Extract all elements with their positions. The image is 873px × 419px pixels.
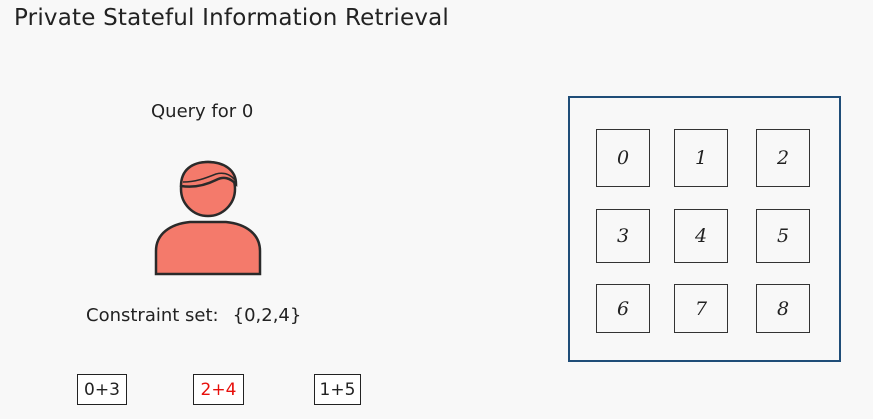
database-cell: 1 (674, 129, 728, 187)
user-icon (154, 160, 262, 276)
database-cell: 3 (596, 209, 650, 263)
constraint-label: Constraint set: (86, 305, 219, 326)
database-cell: 0 (596, 129, 650, 187)
database-grid: 0 1 2 3 4 5 6 7 8 (568, 96, 841, 362)
query-box-2: 1+5 (314, 374, 361, 405)
database-cell: 2 (756, 129, 810, 187)
query-label: Query for 0 (151, 101, 254, 122)
database-cell: 7 (674, 284, 728, 333)
database-cell: 4 (674, 209, 728, 263)
database-cell: 6 (596, 284, 650, 333)
database-cell: 5 (756, 209, 810, 263)
page-title: Private Stateful Information Retrieval (14, 5, 450, 31)
query-box-1: 2+4 (193, 374, 244, 405)
database-cell: 8 (756, 284, 810, 333)
user-body (154, 220, 262, 276)
constraint-values: {0,2,4} (232, 305, 302, 326)
constraint-set: Constraint set: {0,2,4} (86, 305, 301, 326)
query-box-0: 0+3 (77, 374, 127, 405)
